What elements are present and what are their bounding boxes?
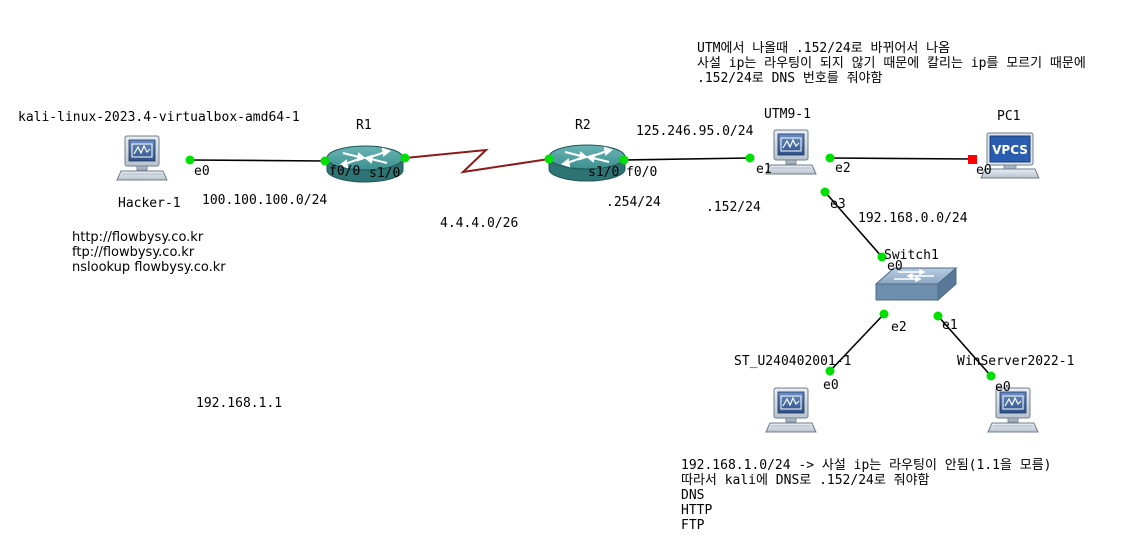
switch-port-e0: e0 <box>887 259 903 274</box>
note-line: 따라서 kali에 DNS로 .152/24로 줘야함 <box>681 473 930 488</box>
win-node-label[interactable]: WinServer2022-1 <box>957 354 1075 369</box>
note-line: FTP <box>681 518 705 533</box>
utm-note: UTM에서 나올때 .152/24로 바뀌어서 나옴 사설 ip는 라우팅이 되… <box>697 41 1086 86</box>
port-dot-utm-e1[interactable] <box>745 153 755 163</box>
vpcs-icon[interactable]: VPCS <box>980 132 1040 179</box>
switch-icon[interactable] <box>874 266 958 302</box>
win-port-e0: e0 <box>995 380 1011 395</box>
port-dot-win-e0[interactable] <box>986 371 996 381</box>
serial-net-label: 4.4.4.0/26 <box>440 216 519 231</box>
port-dot-pc1-e0[interactable] <box>968 155 977 164</box>
link-hacker-r1[interactable] <box>189 159 326 162</box>
note-line: DNS <box>681 488 705 503</box>
port-dot-utm-e3[interactable] <box>820 187 830 197</box>
utm-port-e2: e2 <box>835 161 851 176</box>
r2-router-icon[interactable] <box>548 144 626 182</box>
r1-router-icon[interactable] <box>326 145 404 183</box>
note-line: HTTP <box>681 503 713 518</box>
hacker-url-note: http://flowbysy.co.kr ftp://flowbysy.co.… <box>72 230 226 275</box>
hacker-node-label[interactable]: Hacker-1 <box>118 196 181 211</box>
lan-net-label: 192.168.0.0/24 <box>858 211 968 226</box>
utm-port-e3: e3 <box>830 197 846 212</box>
hacker-net-label: 100.100.100.0/24 <box>202 193 328 208</box>
port-dot-switch-e2[interactable] <box>879 309 889 319</box>
utm-node-label[interactable]: UTM9-1 <box>764 107 811 122</box>
port-dot-r2-s1-0[interactable] <box>544 154 554 164</box>
r2-ip-label: .254/24 <box>606 195 661 210</box>
r1-port-f0-0: f0/0 <box>329 164 361 179</box>
utm-pc-icon[interactable] <box>765 129 817 175</box>
port-dot-utm-e2[interactable] <box>825 153 835 163</box>
port-dot-hacker-e0[interactable] <box>185 155 195 165</box>
note-line: 사설 ip는 라우팅이 되지 않기 때문에 칼리는 ip를 모르기 때문에 <box>697 56 1086 71</box>
port-dot-r1-f0-0[interactable] <box>320 156 330 166</box>
switch-port-e1: e1 <box>942 318 958 333</box>
link-switch-st[interactable] <box>829 313 885 372</box>
hacker-host-label: kali-linux-2023.4-virtualbox-amd64-1 <box>18 110 300 125</box>
note-line: .152/24로 DNS 번호를 줘야함 <box>697 71 883 86</box>
note-line: nslookup flowbysy.co.kr <box>72 260 226 275</box>
hacker-port-e0: e0 <box>194 164 210 179</box>
gateway-label: 192.168.1.1 <box>196 396 283 411</box>
r1-node-label[interactable]: R1 <box>356 118 372 133</box>
hacker-pc-icon[interactable] <box>116 135 168 181</box>
note-line: ftp://flowbysy.co.kr <box>72 245 195 260</box>
link-utm-pc1[interactable] <box>829 157 973 160</box>
port-dot-switch-e0[interactable] <box>877 252 887 262</box>
link-r1-r2-serial[interactable] <box>404 148 550 174</box>
r1-port-s1-0: s1/0 <box>369 166 401 181</box>
note-line: 192.168.1.0/24 -> 사설 ip는 라우팅이 안됨(1.1을 모름… <box>681 458 1052 473</box>
st-pc-icon[interactable] <box>765 387 817 433</box>
st-port-e0: e0 <box>823 378 839 393</box>
port-dot-st-e0[interactable] <box>825 366 835 376</box>
r2-node-label[interactable]: R2 <box>575 118 591 133</box>
link-utm-switch[interactable] <box>824 191 883 258</box>
pc1-node-label[interactable]: PC1 <box>997 109 1021 124</box>
utm-port-e1: e1 <box>756 162 772 177</box>
port-dot-r2-f0-0[interactable] <box>619 155 629 165</box>
note-line: http://flowbysy.co.kr <box>72 230 204 245</box>
r2-port-s1-0: s1/0 <box>588 165 620 180</box>
public-net-label: 125.246.95.0/24 <box>636 124 754 139</box>
st-node-label[interactable]: ST_U240402001-1 <box>734 354 852 369</box>
utm-ip-label: .152/24 <box>706 200 761 215</box>
vpcs-badge: VPCS <box>992 143 1028 157</box>
note-line: UTM에서 나올때 .152/24로 바뀌어서 나옴 <box>697 41 951 56</box>
r2-port-f0-0: f0/0 <box>626 165 658 180</box>
bottom-note: 192.168.1.0/24 -> 사설 ip는 라우팅이 안됨(1.1을 모름… <box>681 458 1052 533</box>
port-dot-switch-e1[interactable] <box>933 311 943 321</box>
switch-node-label[interactable]: Switch1 <box>884 248 939 263</box>
pc1-port-e0: e0 <box>976 163 992 178</box>
switch-port-e2: e2 <box>891 320 907 335</box>
link-switch-win[interactable] <box>937 315 992 377</box>
port-dot-r1-s1-0[interactable] <box>400 153 410 163</box>
link-r2-utm[interactable] <box>623 157 751 161</box>
